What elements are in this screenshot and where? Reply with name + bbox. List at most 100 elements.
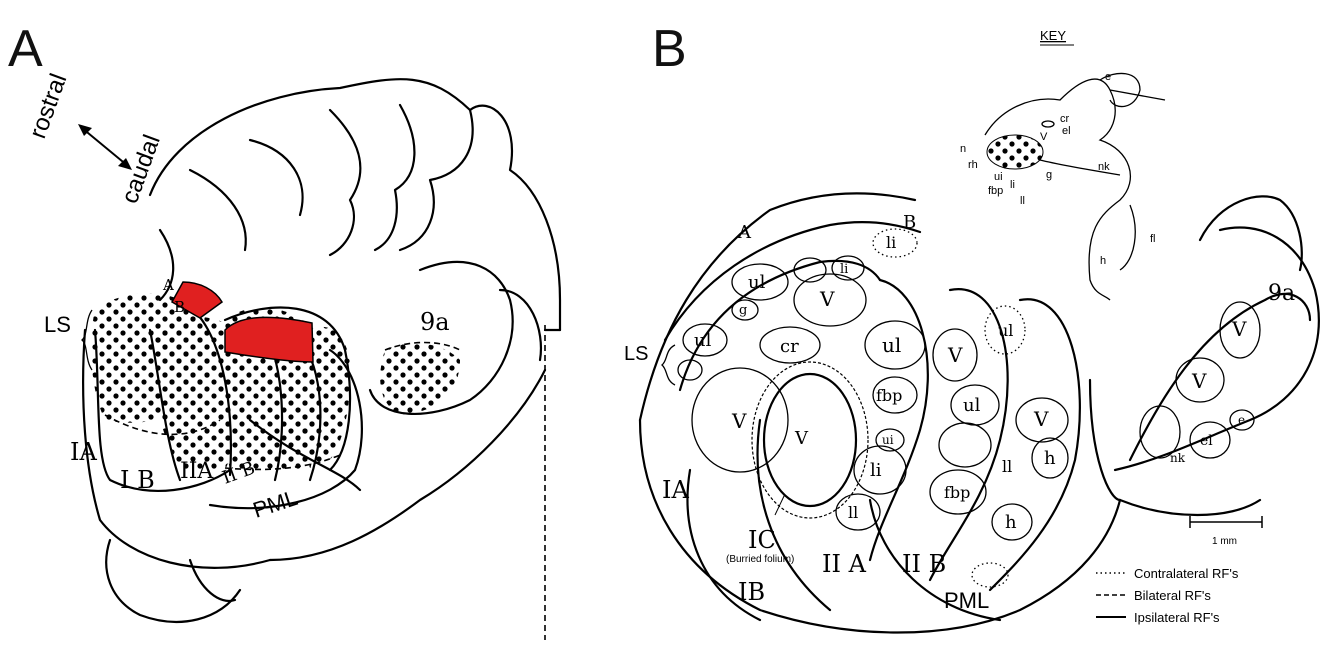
region-ul-1: ul bbox=[748, 272, 766, 293]
label-b-a: A bbox=[737, 222, 752, 243]
region-v-1: V bbox=[819, 287, 835, 311]
label-ls: LS bbox=[44, 312, 71, 337]
rat-vibrissae-pad bbox=[987, 135, 1043, 169]
vermis-fold-4 bbox=[250, 140, 303, 215]
region-v-3: V bbox=[794, 428, 809, 449]
label-b-ls: LS bbox=[624, 343, 648, 365]
flocculus-outline bbox=[106, 540, 240, 622]
lobule-iia-boundary bbox=[758, 420, 830, 610]
legend-label-ipsilateral: Ipsilateral RF's bbox=[1134, 610, 1220, 625]
region-li-1: li bbox=[840, 262, 848, 277]
key-label-n: n bbox=[960, 143, 966, 155]
rostral-label: rostral bbox=[24, 70, 72, 142]
pml-right-edge bbox=[1090, 380, 1120, 500]
lobule-9a-outer bbox=[1115, 228, 1319, 471]
orientation-arrow bbox=[82, 128, 128, 166]
label-b-b: B bbox=[903, 212, 916, 233]
legend-label-contralateral: Contralateral RF's bbox=[1134, 566, 1239, 581]
label-a-lobule: A bbox=[162, 276, 174, 294]
key-figure: KEY e cr el n V rh ui g fbp li ll nk fl … bbox=[960, 28, 1165, 300]
vermis-fold-3 bbox=[330, 110, 360, 255]
region-v-5: V bbox=[1033, 407, 1049, 431]
legend: Contralateral RF's Bilateral RF's Ipsila… bbox=[1096, 566, 1239, 625]
region-v-6: V bbox=[1231, 317, 1247, 341]
region-li-3: li bbox=[870, 460, 882, 481]
dotted-region-9a bbox=[380, 343, 460, 415]
region-h-1: h bbox=[1044, 448, 1056, 469]
label-b-9a: 9a bbox=[1268, 281, 1295, 306]
key-label-fbp: fbp bbox=[988, 185, 1003, 197]
label-iia: IIA bbox=[180, 459, 214, 484]
caudal-label: caudal bbox=[116, 131, 166, 207]
label-b-ic: IC bbox=[748, 526, 776, 554]
rat-forelimb bbox=[1120, 205, 1135, 270]
lobule-9a-top bbox=[1200, 196, 1302, 270]
region-ll-1: ll bbox=[848, 503, 858, 522]
brainstem-edge bbox=[500, 290, 541, 360]
rat-eye-icon bbox=[1042, 121, 1054, 127]
key-label-ui: ui bbox=[994, 171, 1003, 183]
key-title: KEY bbox=[1040, 28, 1066, 43]
label-9a: 9a bbox=[420, 308, 450, 336]
ls-brace-b bbox=[662, 345, 675, 385]
label-b-iia: II A bbox=[822, 550, 867, 578]
label-b-ic-note: (Burried folium) bbox=[726, 554, 794, 565]
vermis-fold-5 bbox=[190, 170, 246, 250]
label-b-lobule: B bbox=[174, 298, 185, 316]
key-label-cr: cr bbox=[1060, 113, 1070, 125]
label-b-ia: IA bbox=[662, 476, 689, 504]
region-ui: ui bbox=[882, 433, 894, 447]
legend-label-bilateral: Bilateral RF's bbox=[1134, 588, 1211, 603]
key-label-nk: nk bbox=[1098, 161, 1110, 173]
region-ul-5: ul bbox=[998, 321, 1013, 340]
region-fbp-2: fbp bbox=[944, 483, 970, 502]
label-ia: IA bbox=[70, 438, 97, 466]
region-cr: cr bbox=[780, 336, 799, 357]
rat-body-outline bbox=[985, 79, 1130, 300]
key-label-ll: ll bbox=[1020, 195, 1025, 207]
9a-floor bbox=[1120, 500, 1260, 515]
scale-bar-label: 1 mm bbox=[1212, 536, 1237, 547]
region-ul-2: ul bbox=[694, 330, 712, 351]
label-b-iib: II B bbox=[902, 550, 946, 578]
region-ul-4: ul bbox=[963, 395, 981, 416]
key-label-g: g bbox=[1046, 169, 1052, 181]
orientation-indicator: rostral caudal bbox=[24, 70, 166, 207]
key-label-el: el bbox=[1062, 125, 1071, 137]
region-g: g bbox=[739, 303, 747, 318]
region-v-2: V bbox=[731, 409, 747, 433]
key-label-fl: fl bbox=[1150, 233, 1156, 245]
label-ib: I B bbox=[120, 466, 155, 494]
rat-ear-line bbox=[1110, 90, 1165, 100]
key-label-v: V bbox=[1040, 131, 1048, 143]
region-v-4: V bbox=[947, 343, 963, 367]
region-el: el bbox=[1200, 433, 1213, 449]
panel-b-letter: B bbox=[652, 20, 687, 78]
ic-pointer bbox=[775, 494, 785, 515]
key-label-li: li bbox=[1010, 179, 1015, 191]
panel-b: B KEY e cr el n V rh ui g fbp li ll nk f… bbox=[624, 20, 1319, 633]
region-nk: nk bbox=[1170, 451, 1186, 465]
label-pml: PML bbox=[250, 485, 301, 523]
region-ul-3: ul bbox=[882, 333, 901, 357]
label-b-ib: IB bbox=[738, 578, 765, 606]
rf-ul-6 bbox=[972, 563, 1008, 587]
rf-li-2 bbox=[939, 423, 991, 467]
key-label-e: e bbox=[1105, 71, 1111, 83]
key-label-rh: rh bbox=[968, 159, 978, 171]
vermis-fold-2 bbox=[375, 105, 414, 250]
label-b-pml: PML bbox=[944, 588, 989, 613]
scale-bar: 1 mm bbox=[1190, 516, 1262, 547]
lobule-9a-inner bbox=[1130, 294, 1310, 460]
region-ll-2: ll bbox=[1002, 457, 1012, 476]
ic-inner-outline bbox=[764, 374, 856, 506]
panel-a: A rostral caudal bbox=[8, 20, 560, 640]
key-label-h: h bbox=[1100, 255, 1106, 267]
region-fbp-1: fbp bbox=[876, 386, 902, 405]
region-e: e bbox=[1238, 413, 1245, 427]
region-v-7: V bbox=[1191, 369, 1207, 393]
region-h-2: h bbox=[1005, 512, 1017, 533]
panel-a-letter: A bbox=[8, 20, 43, 78]
region-li-2: li bbox=[886, 233, 896, 252]
